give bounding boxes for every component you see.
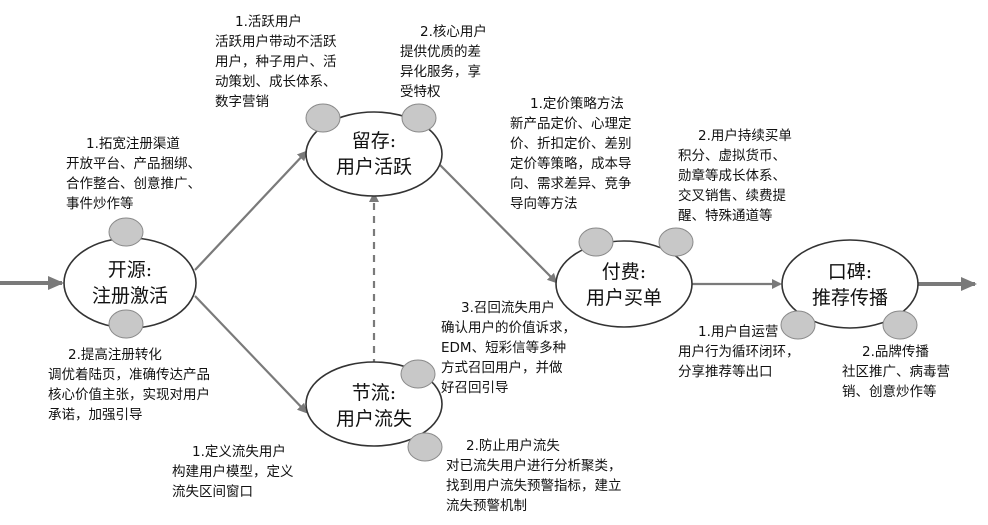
dot-acquire-bottom <box>108 309 144 339</box>
note-churn-define: 1.定义流失用户 构建用户模型，定义 流失区间窗口 <box>172 442 294 502</box>
note-line: 受特权 <box>400 84 441 100</box>
note-line: 用户，种子用户、活 <box>215 54 337 70</box>
note-line: 价、折扣定价、差别 <box>510 136 632 152</box>
note-line: 定价等策略，成本导 <box>510 156 632 172</box>
note-line: 对已流失用户进行分析聚类， <box>446 458 622 474</box>
note-line: 流失预警机制 <box>446 498 527 514</box>
note-title: 1.定义流失用户 <box>192 444 286 460</box>
note-line: 销、创意炒作等 <box>842 384 937 400</box>
note-line: 向、需求差异、竞争 <box>510 176 632 192</box>
note-title: 1.定价策略方法 <box>530 96 624 112</box>
dot-pay-right <box>658 227 694 257</box>
node-retain-ellipse <box>305 111 443 197</box>
note-title: 1.活跃用户 <box>235 14 302 30</box>
note-pay-pricing: 1.定价策略方法 新产品定价、心理定 价、折扣定价、差别 定价等策略，成本导 向… <box>510 94 632 214</box>
note-title: 3.召回流失用户 <box>461 300 555 316</box>
node-retain-label: 留存: 用户活跃 <box>319 128 429 180</box>
note-line: 好召回引导 <box>441 380 509 396</box>
note-line: 事件炒作等 <box>66 196 134 212</box>
note-line: 合作整合、创意推广、 <box>66 176 201 192</box>
note-churn-recall: 3.召回流失用户 确认用户的价值诉求， EDM、短彩信等多种 方式召回用户，并做… <box>441 298 576 398</box>
note-line: 活跃用户带动不活跃 <box>215 34 337 50</box>
note-line: 勋章等成长体系、 <box>678 168 786 184</box>
note-line: 分享推荐等出口 <box>678 364 773 380</box>
note-line: 新产品定价、心理定 <box>510 116 632 132</box>
arrow-acquire-to-churn <box>194 295 308 414</box>
dot-churn-top <box>400 359 436 389</box>
node-pay-subtitle: 用户买单 <box>585 287 662 309</box>
node-pay-ellipse <box>555 240 693 328</box>
note-line: 方式召回用户，并做 <box>441 360 563 376</box>
dot-acquire-top <box>108 217 144 247</box>
node-churn-subtitle: 用户流失 <box>335 408 412 430</box>
note-line: 导向等方法 <box>510 196 578 212</box>
dot-churn-bottom <box>407 432 443 462</box>
dot-pay-left <box>578 227 614 257</box>
node-refer-title: 口碑: <box>827 261 873 283</box>
node-retain-title: 留存: <box>351 130 397 152</box>
note-line: 调优着陆页，准确传达产品 <box>48 367 210 383</box>
arrow-acquire-to-retain <box>194 150 308 271</box>
dot-refer-left <box>780 310 816 340</box>
node-acquire-subtitle: 注册激活 <box>91 285 168 307</box>
note-refer-selfops: 1.用户自运营 用户行为循环闭环， 分享推荐等出口 <box>678 322 800 382</box>
dot-refer-right <box>882 310 918 340</box>
note-title: 2.用户持续买单 <box>698 128 792 144</box>
note-line: 提供优质的差 <box>400 44 481 60</box>
note-line: 开放平台、产品捆绑、 <box>66 156 201 172</box>
note-line: 核心价值主张，实现对用户 <box>48 387 210 403</box>
note-title: 2.核心用户 <box>420 24 487 40</box>
node-pay-title: 付费: <box>601 261 647 283</box>
note-churn-prevent: 2.防止用户流失 对已流失用户进行分析聚类， 找到用户流失预警指标，建立 流失预… <box>446 436 622 516</box>
note-line: 流失区间窗口 <box>172 484 253 500</box>
note-title: 1.用户自运营 <box>698 324 779 340</box>
node-acquire-label: 开源: 注册激活 <box>75 257 185 309</box>
node-churn-title: 节流: <box>351 382 397 404</box>
note-line: 承诺，加强引导 <box>48 407 143 423</box>
note-line: 找到用户流失预警指标，建立 <box>446 478 622 494</box>
note-line: 积分、虚拟货币、 <box>678 148 786 164</box>
note-line: 交叉销售、续费提 <box>678 188 786 204</box>
note-line: 动策划、成长体系、 <box>215 74 337 90</box>
note-title: 2.提高注册转化 <box>68 347 162 363</box>
note-pay-continuous: 2.用户持续买单 积分、虚拟货币、 勋章等成长体系、 交叉销售、续费提 醒、特殊… <box>678 126 792 226</box>
note-line: 用户行为循环闭环， <box>678 344 800 360</box>
node-retain-subtitle: 用户活跃 <box>335 156 412 178</box>
note-retain-active: 1.活跃用户 活跃用户带动不活跃 用户，种子用户、活 动策划、成长体系、 数字营… <box>215 12 337 112</box>
note-acquire-channels: 1.拓宽注册渠道 开放平台、产品捆绑、 合作整合、创意推广、 事件炒作等 <box>66 134 201 214</box>
note-refer-brand: 2.品牌传播 社区推广、病毒营 销、创意炒作等 <box>842 342 950 402</box>
node-refer-label: 口碑: 推荐传播 <box>795 259 905 311</box>
note-retain-core: 2.核心用户 提供优质的差 异化服务，享 受特权 <box>400 22 487 102</box>
note-title: 2.防止用户流失 <box>466 438 560 454</box>
note-line: 醒、特殊通道等 <box>678 208 773 224</box>
arrow-retain-to-pay <box>439 164 558 284</box>
note-line: 确认用户的价值诉求， <box>441 320 576 336</box>
node-acquire-title: 开源: <box>107 259 153 281</box>
note-line: 异化服务，享 <box>400 64 481 80</box>
note-line: 社区推广、病毒营 <box>842 364 950 380</box>
note-acquire-conversion: 2.提高注册转化 调优着陆页，准确传达产品 核心价值主张，实现对用户 承诺，加强… <box>48 345 210 425</box>
note-title: 2.品牌传播 <box>862 344 929 360</box>
note-line: 构建用户模型，定义 <box>172 464 294 480</box>
node-churn-label: 节流: 用户流失 <box>319 380 429 432</box>
note-line: EDM、短彩信等多种 <box>441 340 567 356</box>
node-refer-subtitle: 推荐传播 <box>811 287 888 309</box>
dot-retain-right <box>401 103 437 133</box>
node-pay-label: 付费: 用户买单 <box>569 259 679 311</box>
dot-retain-left <box>305 103 341 133</box>
node-refer-ellipse <box>781 239 919 329</box>
note-title: 1.拓宽注册渠道 <box>86 136 180 152</box>
note-line: 数字营销 <box>215 94 269 110</box>
